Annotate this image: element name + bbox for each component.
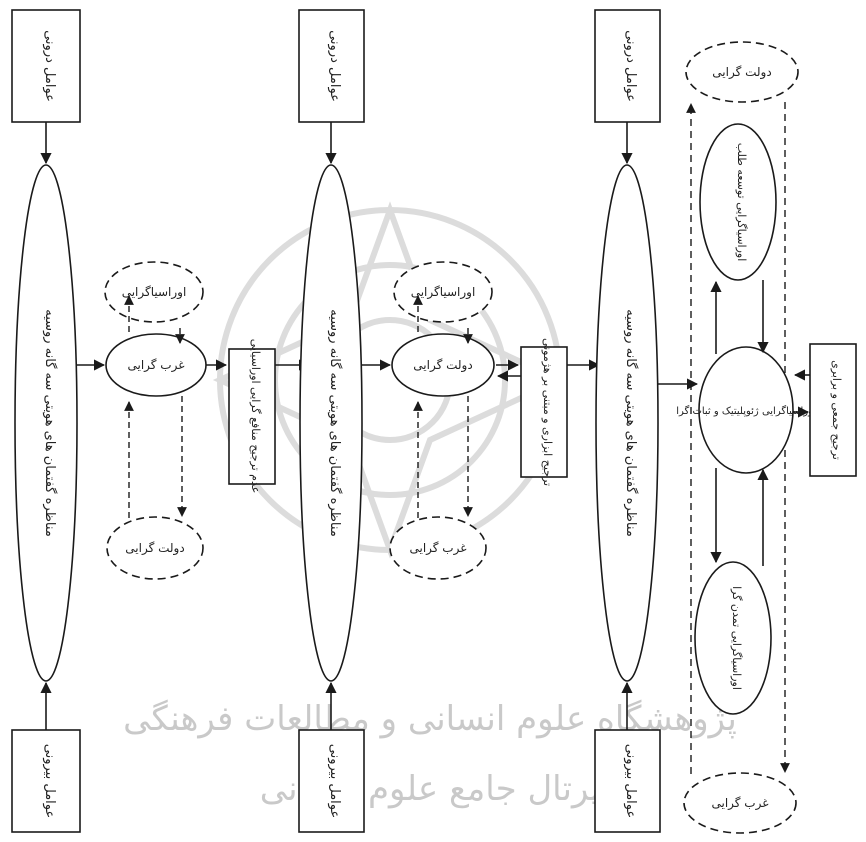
internal-factors-label-2: عوامل درونی xyxy=(327,30,342,102)
statism-core-ellipse-2 xyxy=(391,333,495,397)
reason-box-3 xyxy=(809,343,857,477)
statism-ellipse-3 xyxy=(685,41,799,103)
expansionist-eurasianism-ellipse xyxy=(699,123,777,281)
reason-label-3: ترجیح جمعی و برابری xyxy=(830,360,843,460)
discourse-competition-label-2: مناظره گفتمان های هویتی سه گانه روسیه xyxy=(327,309,343,537)
westernism-core-label-1: غرب گرایی xyxy=(127,358,184,373)
internal-factors-label-1: عوامل درونی xyxy=(42,30,57,102)
reason-box-2 xyxy=(520,346,568,478)
discourse-competition-ellipse-3 xyxy=(595,164,659,682)
internal-factors-box-3 xyxy=(594,9,661,123)
internal-factors-box-1 xyxy=(11,9,81,123)
statism-label-1: دولت گرایی xyxy=(125,541,184,556)
discourse-competition-label-3: مناظره گفتمان های هویتی سه گانه روسیه xyxy=(623,309,639,537)
reason-label-2: ترجیح ابزاری و مبتنی بر هژمونی xyxy=(541,338,554,486)
statism-label-3: دولت گرایی xyxy=(712,65,771,80)
discourse-competition-ellipse-1 xyxy=(14,164,78,682)
eurasianism-label-2: اوراسیاگرایی xyxy=(411,285,476,300)
external-factors-label-2: عوامل بیرونی xyxy=(327,744,342,818)
discourse-competition-ellipse-2 xyxy=(299,164,363,682)
external-factors-box-2 xyxy=(298,729,365,833)
external-factors-label-3: عوامل بیرونی xyxy=(623,744,638,818)
expansionist-eurasianism-label: اوراسیاگرایی توسعه طلب xyxy=(735,143,748,262)
westernism-ellipse-3 xyxy=(683,772,797,834)
reason-label-1: عدم ترجیح منافع گرایی اوراسیایی xyxy=(249,339,262,494)
westernism-label-2: غرب گرایی xyxy=(409,541,466,556)
eurasianism-label-1: اوراسیاگرایی xyxy=(122,285,187,300)
reason-box-1 xyxy=(228,348,276,485)
civilizational-eurasianism-ellipse xyxy=(694,561,772,715)
internal-factors-box-2 xyxy=(298,9,365,123)
geopolitical-eurasianism-core-ellipse xyxy=(698,346,794,474)
statism-ellipse-1 xyxy=(106,516,204,580)
external-factors-label-1: عوامل بیرونی xyxy=(42,744,57,818)
civilizational-eurasianism-label: اوراسیاگرایی تمدن گرا xyxy=(730,586,743,690)
westernism-ellipse-2 xyxy=(389,516,487,580)
westernism-label-3: غرب گرایی xyxy=(711,796,768,811)
discourse-competition-label-1: مناظره گفتمان های هویتی سه گانه روسیه xyxy=(42,309,58,537)
external-factors-box-1 xyxy=(11,729,81,833)
external-factors-box-3 xyxy=(594,729,661,833)
geopolitical-eurasianism-label: اوراسیاگرایی ژئوپلیتیک و ثبات گرا xyxy=(676,405,816,417)
internal-factors-label-3: عوامل درونی xyxy=(623,30,638,102)
statism-core-label-2: دولت گرایی xyxy=(413,358,472,373)
